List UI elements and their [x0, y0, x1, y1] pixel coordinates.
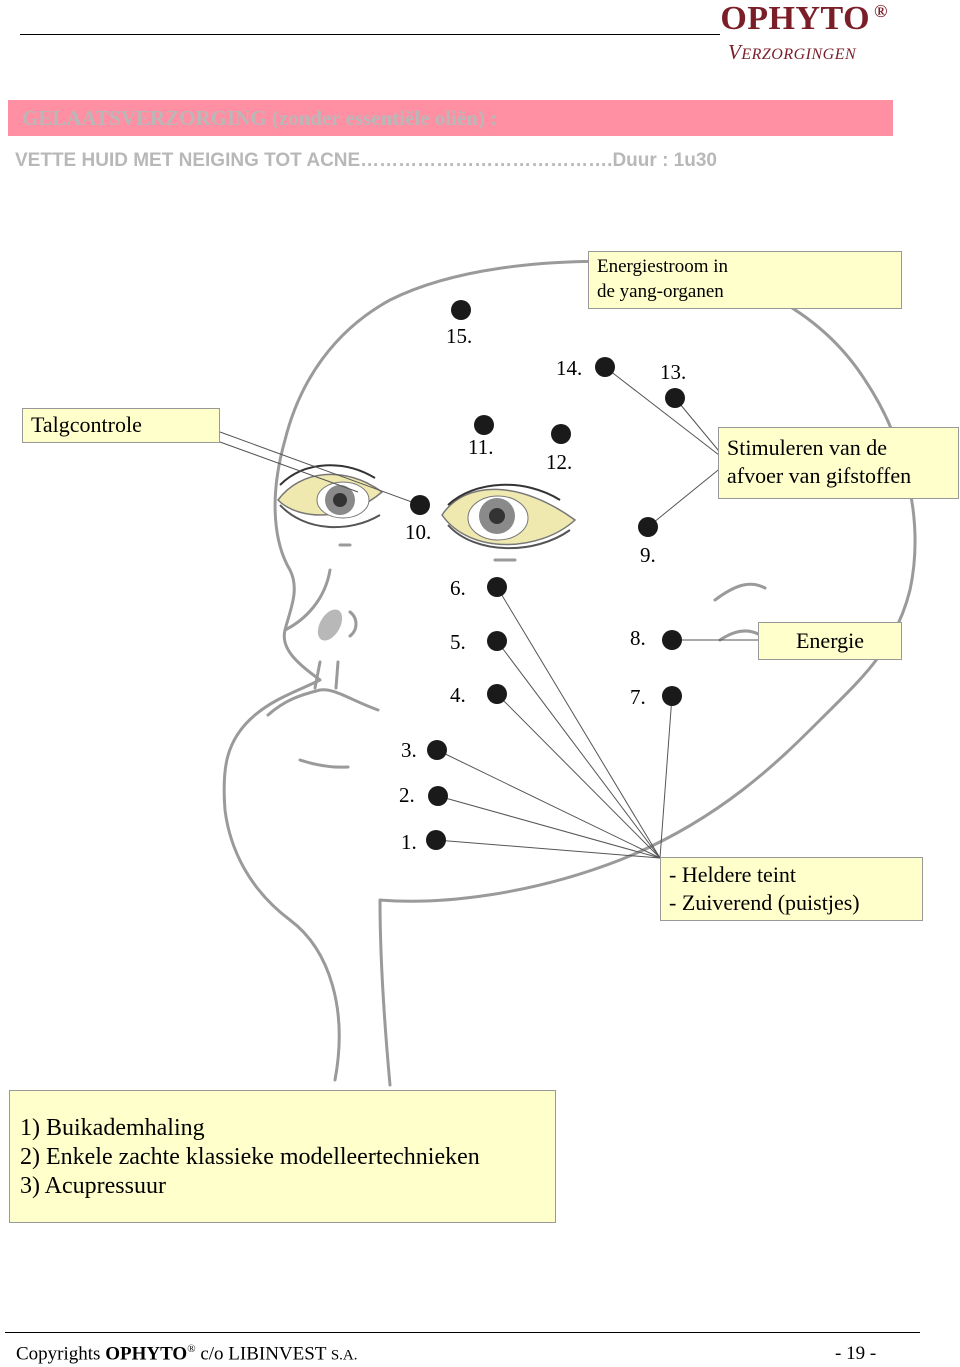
treatment-steps: 1) Buikademhaling 2) Enkele zachte klass…	[9, 1090, 556, 1223]
point-1	[426, 830, 446, 850]
point-label-2: 2.	[399, 783, 415, 807]
point-label-8: 8.	[630, 626, 646, 650]
label-heldere-teint: - Heldere teint - Zuiverend (puistjes)	[660, 857, 923, 921]
point-label-9: 9.	[640, 543, 656, 567]
point-7	[662, 686, 682, 706]
point-6	[487, 577, 507, 597]
point-8	[662, 630, 682, 650]
page-number: - 19 -	[835, 1343, 877, 1364]
point-label-3: 3.	[401, 738, 417, 762]
point-label-6: 6.	[450, 576, 466, 600]
point-label-12: 12.	[546, 450, 573, 474]
point-2	[428, 786, 448, 806]
label-energie: Energie	[758, 622, 902, 660]
point-13	[665, 388, 685, 408]
brand-subtitle: VERZORGINGEN	[728, 40, 857, 64]
point-12	[551, 424, 571, 444]
point-9	[638, 517, 658, 537]
point-label-5: 5.	[450, 630, 466, 654]
footer-copyright: Copyrights OPHYTO® c/o LIBINVEST S.A.	[16, 1343, 358, 1365]
left-eye	[277, 464, 384, 529]
step-item: 2) Enkele zachte klassieke modelleertech…	[20, 1144, 480, 1170]
point-11	[474, 415, 494, 435]
step-item: 1) Buikademhaling	[20, 1115, 205, 1141]
header-rule	[20, 34, 720, 35]
point-label-13: 13.	[660, 360, 687, 384]
point-5	[487, 631, 507, 651]
point-label-4: 4.	[450, 683, 466, 707]
label-stimuleren: Stimuleren van de afvoer van gifstoffen	[718, 427, 959, 499]
point-15	[451, 300, 471, 320]
right-eye	[441, 483, 577, 550]
step-item: 3) Acupressuur	[20, 1173, 166, 1199]
label-talgcontrole: Talgcontrole	[22, 408, 220, 443]
acupressure-points	[410, 300, 685, 850]
point-10	[410, 495, 430, 515]
label-energiestroom: Energiestroom in de yang-organen	[588, 251, 902, 309]
footer-rule	[5, 1332, 920, 1333]
title-bar	[8, 100, 893, 136]
nostril	[317, 609, 343, 641]
point-label-11: 11.	[468, 435, 494, 459]
point-label-7: 7.	[630, 685, 646, 709]
point-label-15: 15.	[446, 324, 473, 348]
face-outline	[222, 259, 917, 1087]
point-label-1: 1.	[401, 830, 417, 854]
page-title: GELAATSVERZORGING (zonder essentiële oli…	[22, 106, 498, 130]
point-14	[595, 357, 615, 377]
brand-logo: OPHYTO®	[720, 0, 888, 37]
point-label-14: 14.	[556, 356, 583, 380]
point-4	[487, 684, 507, 704]
connector-lines	[219, 366, 772, 859]
point-3	[427, 740, 447, 760]
point-label-10: 10.	[405, 520, 432, 544]
page-subtitle: VETTE HUID MET NEIGING TOT ACNE…………………………	[15, 150, 717, 171]
